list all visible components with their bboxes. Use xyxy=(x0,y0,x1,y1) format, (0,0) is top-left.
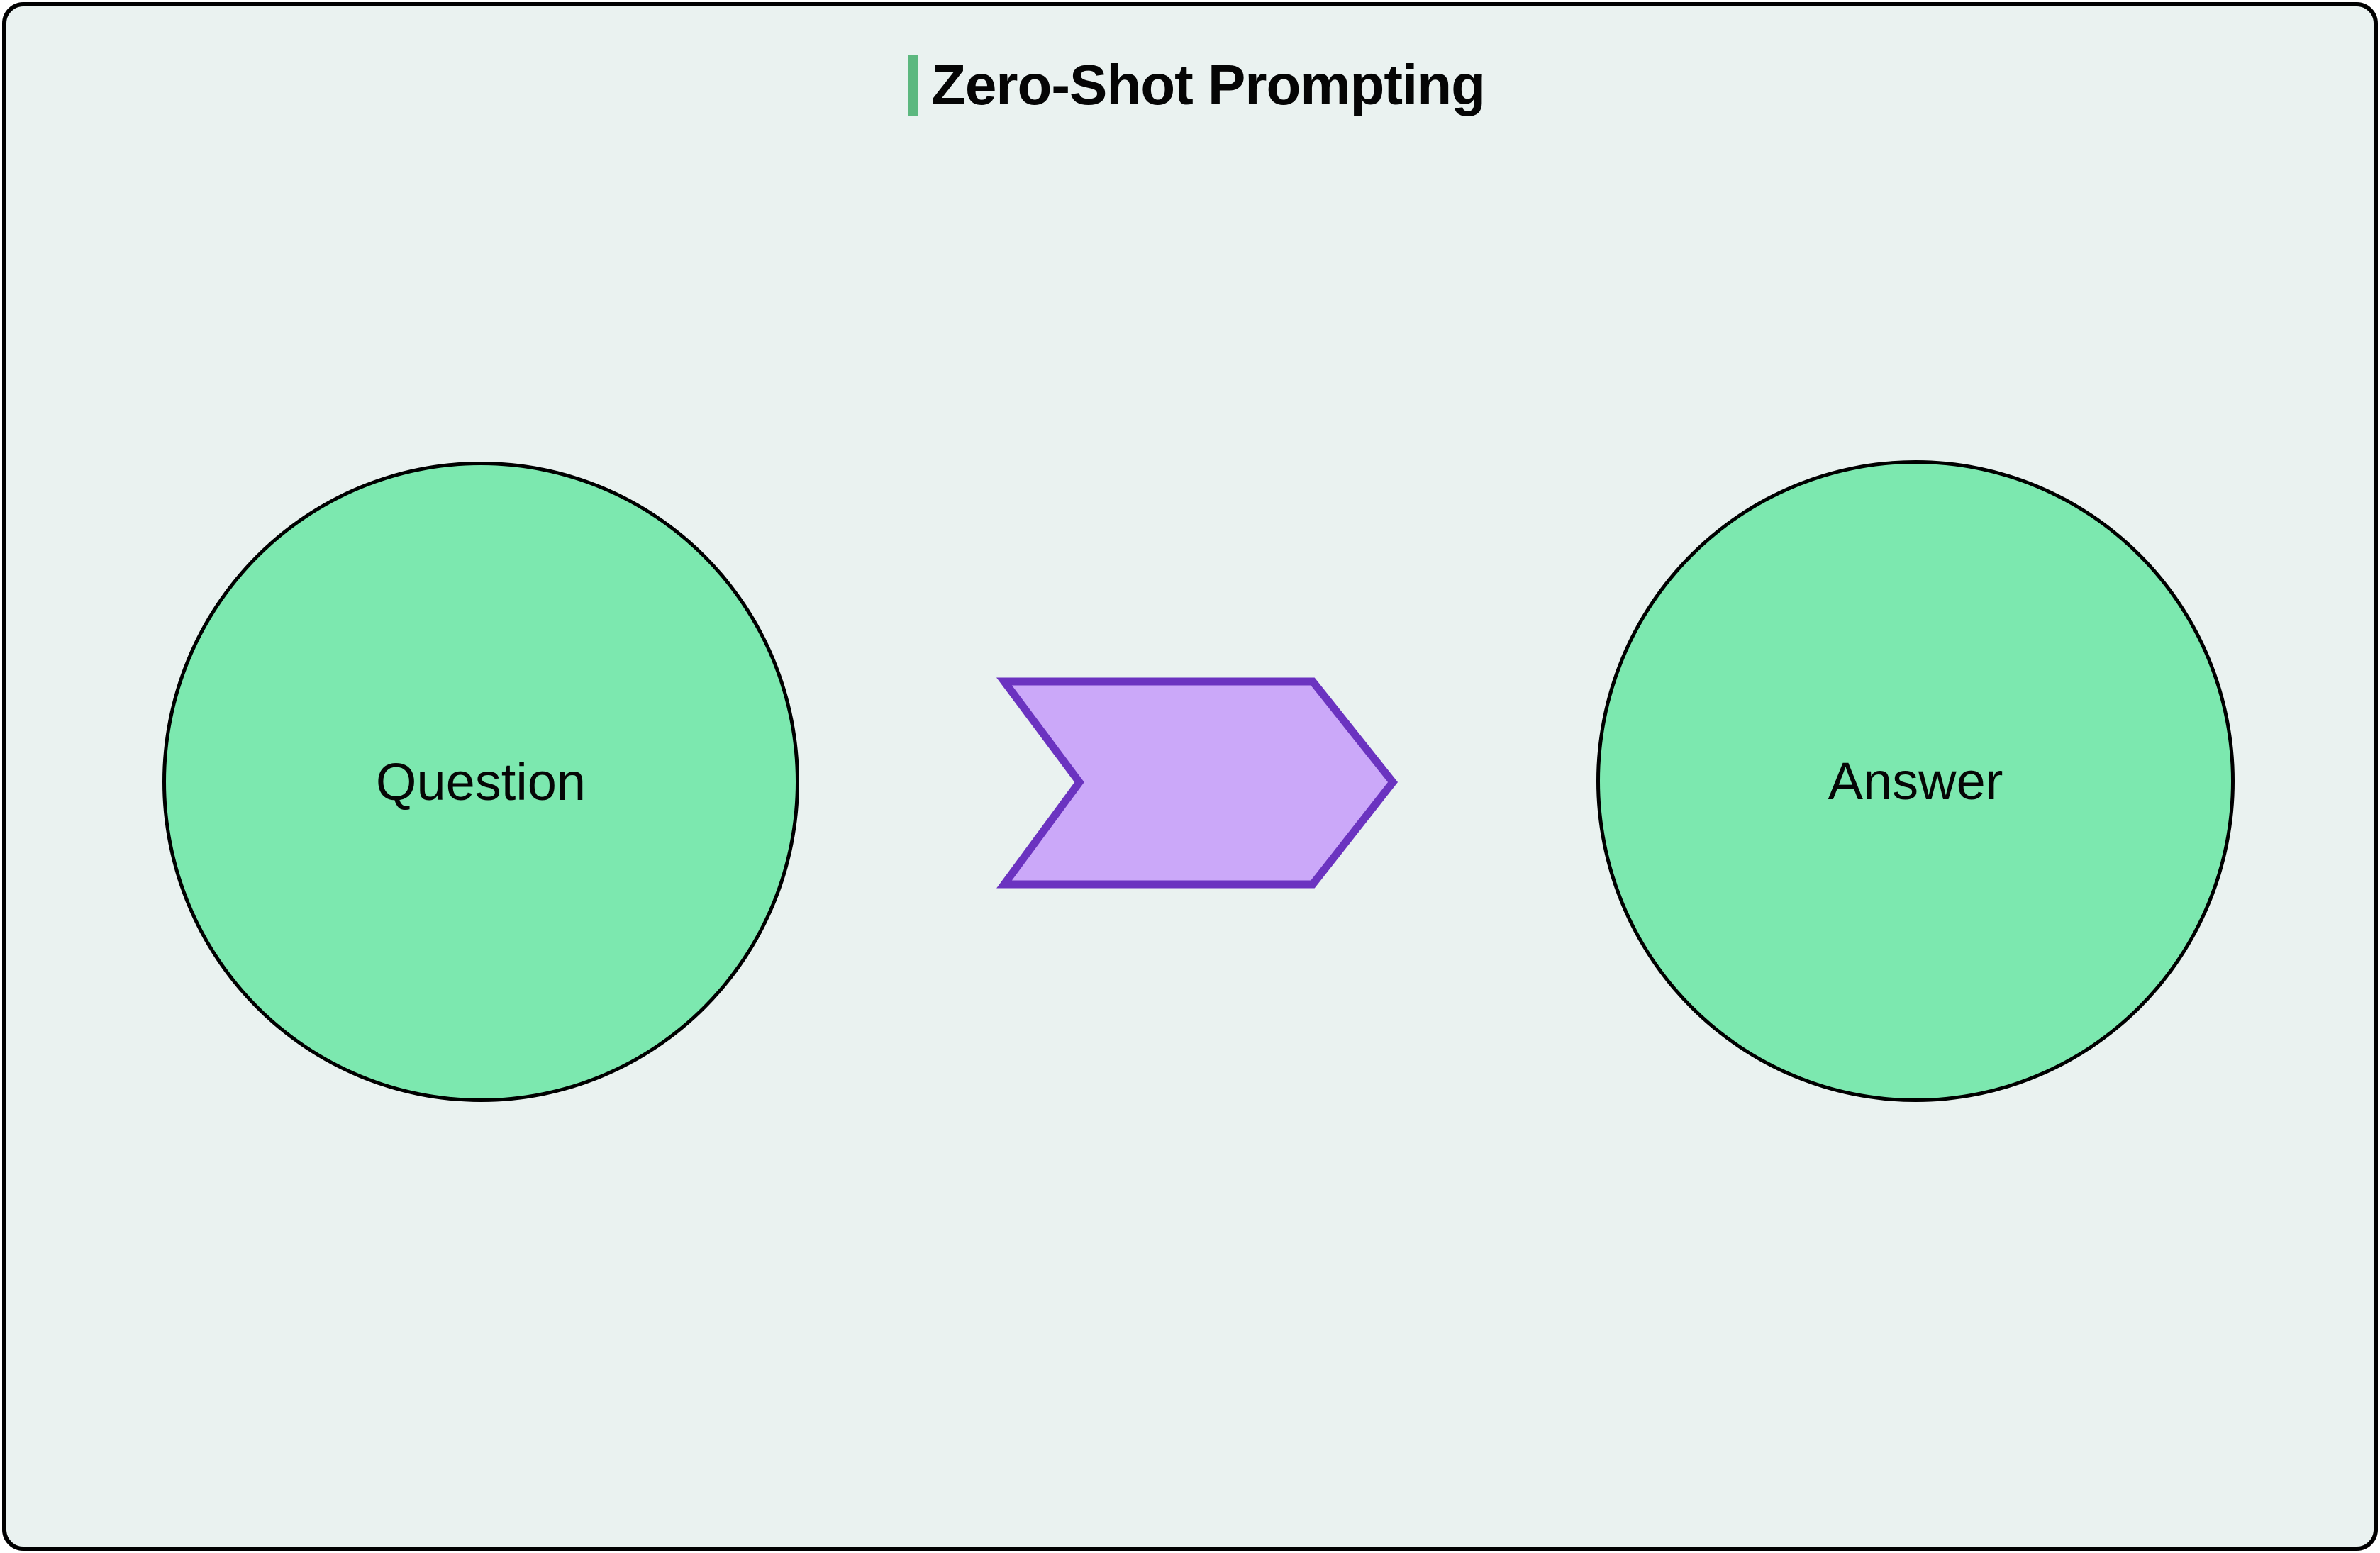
node-answer[interactable]: Answer xyxy=(1596,460,2235,1102)
chevron-arrow-polygon xyxy=(996,677,1398,889)
title-accent-bar xyxy=(908,55,919,116)
page-title: Zero-Shot Prompting xyxy=(931,53,1486,116)
chevron-arrow-shape xyxy=(996,677,1398,889)
diagram-header: Zero-Shot Prompting xyxy=(6,46,2380,124)
chevron-arrow-icon xyxy=(996,673,1400,893)
node-question-label: Question xyxy=(375,752,586,811)
node-question[interactable]: Question xyxy=(162,462,799,1102)
node-answer-label: Answer xyxy=(1828,751,2003,811)
